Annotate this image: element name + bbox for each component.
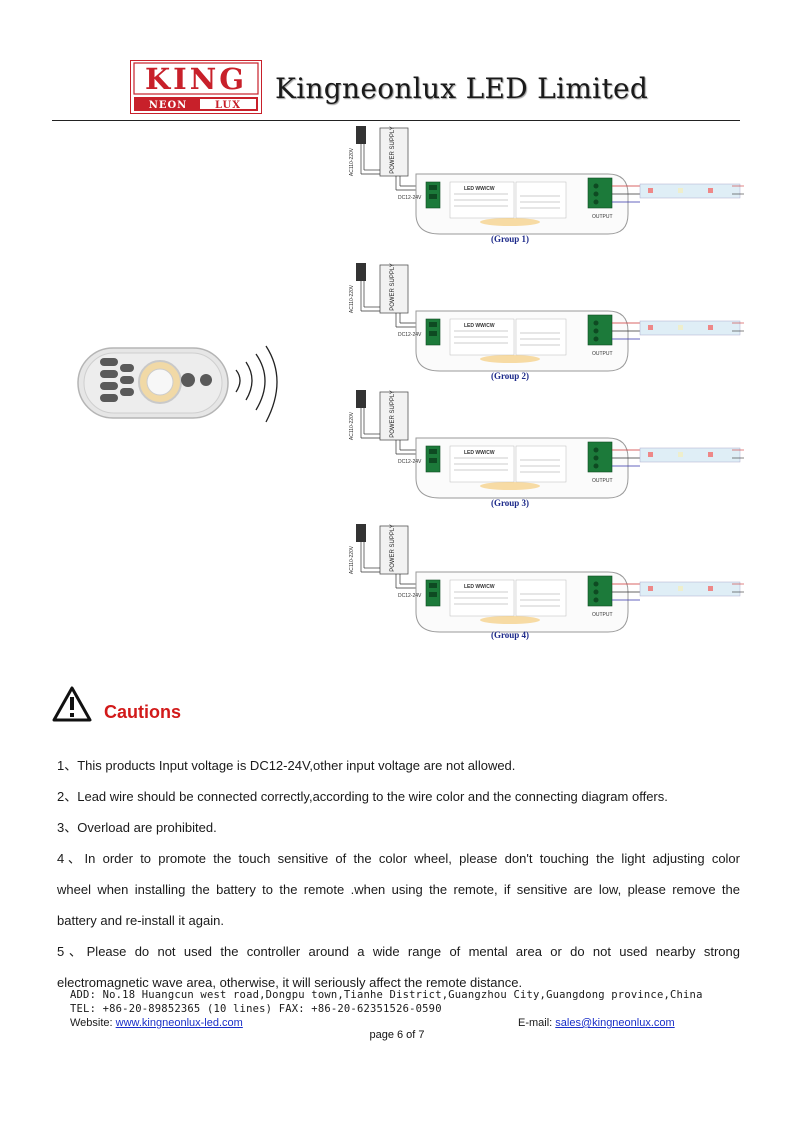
group-3-diagram: POWER SUPPLY AC110-220V DC12-24V LED WW/…	[349, 389, 745, 508]
caution-item-4-line-1: 4、In order to promote the touch sensitiv…	[57, 851, 740, 866]
page-number: page 6 of 7	[369, 1029, 425, 1041]
svg-text:LED WW/CW: LED WW/CW	[464, 450, 495, 456]
svg-text:DC12-24V: DC12-24V	[398, 459, 422, 465]
logo-sub-right: LUX	[215, 100, 241, 111]
warning-triangle-icon	[52, 686, 92, 722]
svg-text:OUTPUT: OUTPUT	[592, 612, 613, 618]
cautions-list: 1、This products Input voltage is DC12-24…	[57, 750, 740, 998]
group-1-diagram: POWER SUPPLY AC110-220V DC12-24V LED WW/…	[349, 125, 745, 244]
svg-text:DC12-24V: DC12-24V	[398, 593, 422, 599]
svg-text:POWER SUPPLY: POWER SUPPLY	[390, 126, 396, 174]
group-4-label: (Group 4)	[491, 630, 529, 640]
group-2-diagram: POWER SUPPLY AC110-220V DC12-24V LED WW/…	[349, 262, 745, 381]
svg-text:AC110-220V: AC110-220V	[349, 411, 355, 440]
caution-item-1: 1、This products Input voltage is DC12-24…	[57, 758, 516, 773]
footer-contact-row: Website: www.kingneonlux-led.com E-mail:…	[70, 1017, 710, 1032]
group-3-label: (Group 3)	[491, 498, 529, 508]
header-divider	[52, 120, 740, 121]
caution-item-5-line-2: electromagnetic wave area, otherwise, it…	[57, 975, 523, 990]
remote-control-image	[77, 345, 278, 423]
svg-text:DC12-24V: DC12-24V	[398, 195, 422, 201]
website-link[interactable]: www.kingneonlux-led.com	[115, 1017, 243, 1029]
svg-text:POWER SUPPLY: POWER SUPPLY	[390, 390, 396, 438]
logo-sub-left: NEON	[149, 100, 188, 111]
cautions-title: Cautions	[104, 702, 182, 722]
email-group: E-mail: sales@kingneonlux.com	[518, 1017, 675, 1029]
svg-text:LED WW/CW: LED WW/CW	[464, 186, 495, 192]
svg-text:POWER SUPPLY: POWER SUPPLY	[390, 263, 396, 311]
email-label: E-mail:	[518, 1017, 556, 1029]
footer-address: ADD: No.18 Huangcun west road,Dongpu tow…	[70, 989, 703, 1001]
svg-text:OUTPUT: OUTPUT	[592, 478, 613, 484]
king-neon-lux-logo: KING NEON LUX	[130, 60, 262, 114]
caution-item-3: 3、Overload are prohibited.	[57, 820, 217, 835]
caution-item-4-line-3: battery and re-install it again.	[57, 913, 224, 928]
svg-text:AC110-220V: AC110-220V	[349, 147, 355, 176]
caution-item-5-line-1: 5、Please do not used the controller arou…	[57, 944, 740, 959]
page-header: KING NEON LUX Kingneonlux LED Limited	[0, 0, 794, 125]
svg-text:DC12-24V: DC12-24V	[398, 332, 422, 338]
logo-main-text: KING	[145, 62, 247, 96]
svg-text:POWER SUPPLY: POWER SUPPLY	[390, 524, 396, 572]
caution-item-4-line-2: wheel when installing the battery to the…	[57, 882, 740, 897]
svg-text:LED WW/CW: LED WW/CW	[464, 323, 495, 329]
group-1-label: (Group 1)	[491, 234, 529, 244]
website-label: Website:	[70, 1017, 116, 1029]
cautions-heading: Cautions	[52, 686, 742, 736]
svg-text:OUTPUT: OUTPUT	[592, 351, 613, 357]
wiring-diagram: POWER SUPPLY AC110-220V DC12-24V LED WW/…	[349, 125, 745, 640]
footer-phone: TEL: +86-20-89852365 (10 lines) FAX: +86…	[70, 1003, 442, 1015]
email-link[interactable]: sales@kingneonlux.com	[555, 1017, 675, 1029]
caution-item-2: 2、Lead wire should be connected correctl…	[57, 789, 668, 804]
group-4-diagram: POWER SUPPLY AC110-220V DC12-24V LED WW/…	[349, 523, 745, 640]
group-2-label: (Group 2)	[491, 371, 529, 381]
page-footer: ADD: No.18 Huangcun west road,Dongpu tow…	[70, 988, 710, 1032]
company-name: Kingneonlux LED Limited	[275, 72, 649, 105]
svg-text:AC110-220V: AC110-220V	[349, 545, 355, 574]
svg-text:OUTPUT: OUTPUT	[592, 214, 613, 220]
svg-text:LED WW/CW: LED WW/CW	[464, 584, 495, 590]
svg-text:AC110-220V: AC110-220V	[349, 284, 355, 313]
